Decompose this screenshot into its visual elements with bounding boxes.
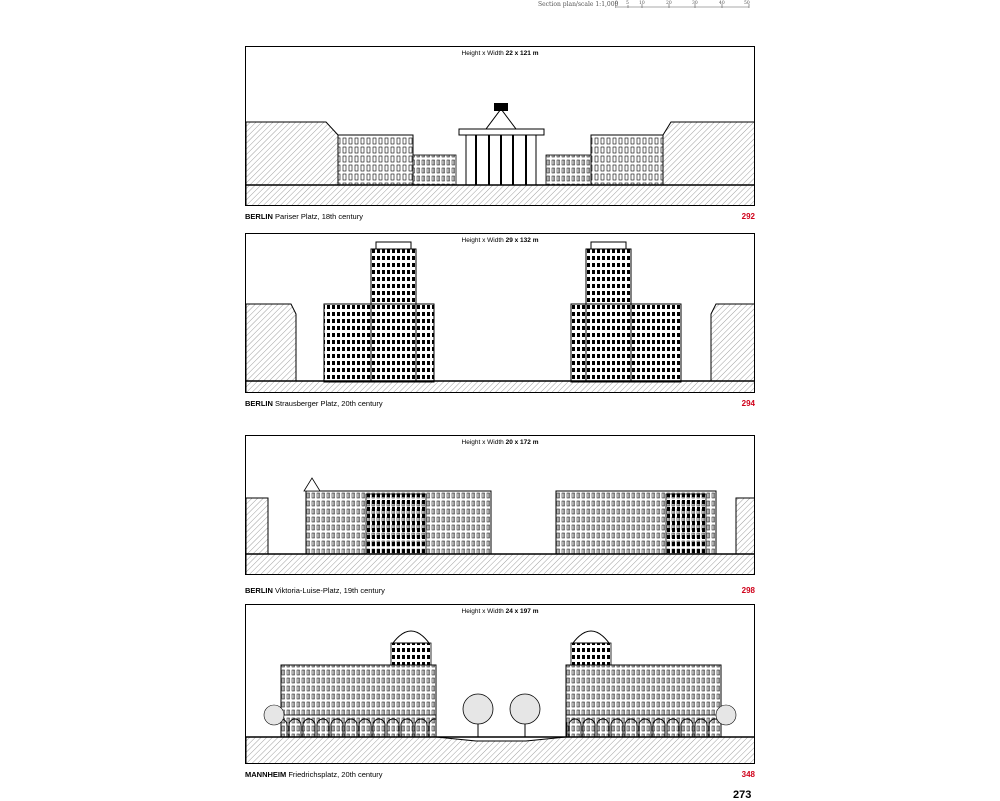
section-drawing: Height x Width 22 x 121 m xyxy=(245,46,755,206)
scale-tick-50: 50 xyxy=(744,0,750,6)
section-panel-strausberger-platz: Height x Width 29 x 132 m BERLIN Strausb… xyxy=(245,233,755,413)
page-reference[interactable]: 294 xyxy=(741,399,755,408)
scale-tick-5: 5 xyxy=(626,0,629,6)
scale-tick-30: 30 xyxy=(692,0,698,6)
scale-ruler: 0 5 10 20 30 40 50 xyxy=(615,0,750,8)
scale-tick-0: 0 xyxy=(615,0,618,6)
dimensions-label: Height x Width 24 x 197 m xyxy=(461,608,539,615)
page-reference[interactable]: 298 xyxy=(741,586,755,595)
strausberger-platz-elevation xyxy=(246,241,754,392)
friedrichsplatz-elevation xyxy=(246,630,754,763)
dimensions-label: Height x Width 20 x 172 m xyxy=(461,439,539,446)
page-reference[interactable]: 348 xyxy=(741,770,755,779)
panel-caption: BERLIN Strausberger Platz, 20th century xyxy=(245,399,383,408)
scale-label: Section plan/scale 1:1,000 xyxy=(538,1,619,8)
panel-caption: MANNHEIM Friedrichsplatz, 20th century xyxy=(245,770,383,779)
viktoria-luise-platz-elevation xyxy=(246,477,754,574)
section-panel-viktoria-luise-platz: Height x Width 20 x 172 m BERLIN Viktori… xyxy=(245,435,755,595)
page-reference[interactable]: 292 xyxy=(741,212,755,221)
section-drawing: Height x Width 29 x 132 m xyxy=(245,233,755,393)
panel-caption: BERLIN Pariser Platz, 18th century xyxy=(245,212,363,221)
scale-tick-20: 20 xyxy=(666,0,672,6)
pariser-platz-elevation xyxy=(246,103,754,205)
dimensions-label: Height x Width 29 x 132 m xyxy=(461,237,539,244)
dimensions-label: Height x Width 22 x 121 m xyxy=(461,50,539,57)
section-panel-pariser-platz: Height x Width 22 x 121 m BERLIN Pariser… xyxy=(245,46,755,226)
section-drawing: Height x Width 20 x 172 m xyxy=(245,435,755,575)
page-number: 273 xyxy=(733,789,752,801)
scale-tick-10: 10 xyxy=(639,0,645,6)
section-drawing: Height x Width 24 x 197 m xyxy=(245,604,755,764)
scale-tick-40: 40 xyxy=(719,0,725,6)
panel-caption: BERLIN Viktoria-Luise-Platz, 19th centur… xyxy=(245,586,385,595)
section-panel-friedrichsplatz: Height x Width 24 x 197 m MANNHEIM Fried… xyxy=(245,604,755,780)
